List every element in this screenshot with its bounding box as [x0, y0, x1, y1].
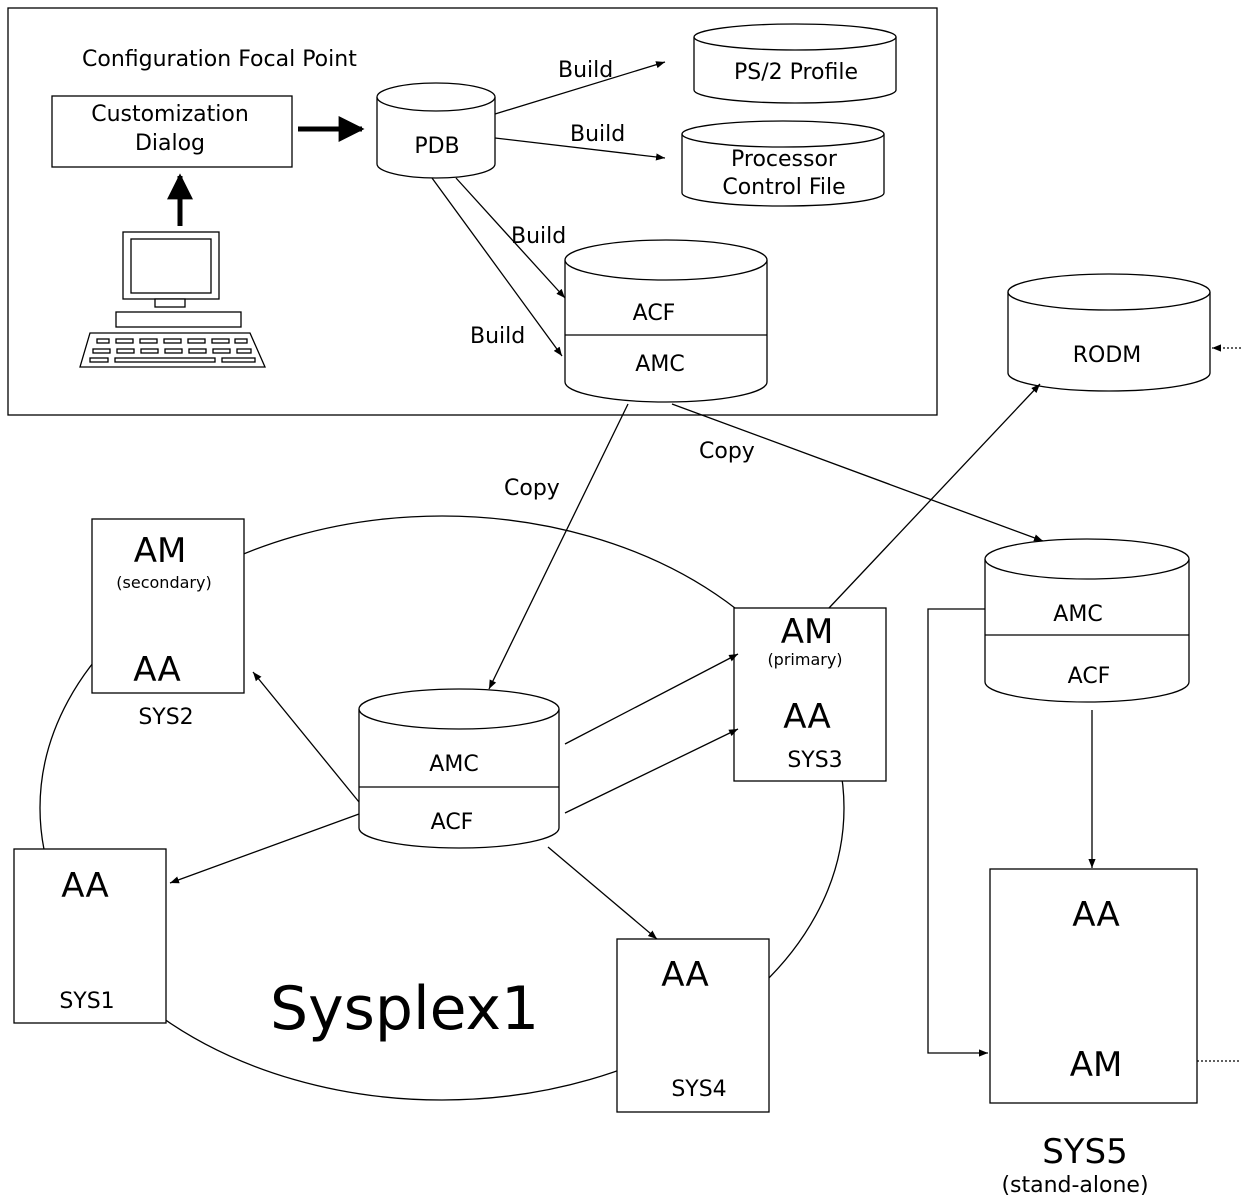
sys3-to-rodm-arrow: [828, 383, 1041, 609]
sys4-label: SYS4: [671, 1077, 726, 1102]
sys1-label: SYS1: [59, 989, 114, 1014]
sys5-am: AM: [1070, 1045, 1123, 1085]
pdb-cylinder: [376, 82, 496, 179]
sys5-acf-label: ACF: [1068, 664, 1111, 689]
workstation-icon: [79, 231, 266, 368]
sys3-aa: AA: [783, 697, 830, 737]
sysplex-name: Sysplex1: [270, 974, 539, 1044]
customization-dialog-label-2: Dialog: [135, 131, 205, 156]
focal-acf-amc-cylinder: [564, 239, 768, 403]
sys3-role: (primary): [767, 650, 842, 669]
pdb-label: PDB: [414, 134, 459, 159]
build-label-processor: Build: [570, 122, 625, 147]
sysplex-amc-label: AMC: [429, 752, 478, 777]
rodm-cylinder: [1007, 273, 1211, 392]
sys5-amc-label: AMC: [1053, 602, 1102, 627]
processor-control-file-cylinder: [681, 120, 885, 207]
sys3-box: [733, 607, 887, 782]
sys5-note: (stand-alone): [1001, 1173, 1148, 1198]
arrow-to-sys3-aa: [564, 728, 739, 814]
sys2-role: (secondary): [116, 573, 211, 592]
focal-acf-label: ACF: [633, 301, 676, 326]
customization-dialog-box: [51, 95, 293, 168]
sysplex-acf-label: ACF: [431, 810, 474, 835]
arrow-to-sys1: [169, 813, 360, 884]
build-label-amc: Build: [470, 324, 525, 349]
sys3-label: SYS3: [787, 748, 842, 773]
copy-arrow-sysplex: [488, 403, 629, 690]
rodm-label: RODM: [1073, 343, 1142, 368]
customization-dialog-label-1: Customization: [91, 102, 249, 127]
sys1-box: [13, 848, 167, 1024]
focal-amc-label: AMC: [635, 352, 684, 377]
ps2-profile-cylinder: [693, 23, 897, 104]
sys2-box: [91, 518, 245, 694]
sys1-aa: AA: [61, 866, 108, 906]
build-arrow-acf: [455, 177, 566, 299]
copy-arrow-sys5: [671, 403, 1044, 542]
sys5-amc-to-am-arrow: [927, 608, 988, 1057]
build-arrow-processor: [494, 137, 666, 161]
copy-label-sys5: Copy: [699, 439, 755, 464]
build-arrow-amc: [431, 177, 563, 357]
focal-point-title: Configuration Focal Point: [82, 47, 357, 72]
processor-control-file-label-2: Control File: [722, 175, 845, 200]
sysplex-amc-acf-cylinder: [358, 688, 560, 849]
ps2-profile-label: PS/2 Profile: [734, 60, 858, 85]
sys5-amc-acf-cylinder: [984, 538, 1190, 703]
sys2-am: AM: [134, 531, 187, 571]
sys2-aa: AA: [133, 650, 180, 690]
arrow-to-sys2: [252, 671, 360, 803]
processor-control-file-label-1: Processor: [731, 147, 838, 172]
sys5-box: [989, 868, 1198, 1104]
sys2-label: SYS2: [138, 705, 193, 730]
build-arrow-ps2: [494, 61, 666, 115]
sysplex-boundary: [39, 515, 845, 1101]
arrow-to-sys4: [547, 846, 658, 940]
sys4-aa: AA: [661, 955, 708, 995]
sys5-aa: AA: [1072, 895, 1119, 935]
build-label-acf: Build: [511, 224, 566, 249]
sys3-am: AM: [781, 612, 834, 652]
copy-label-sysplex: Copy: [504, 476, 560, 501]
arrow-to-sys3-am: [564, 653, 739, 745]
build-label-ps2: Build: [558, 58, 613, 83]
sys5-label: SYS5: [1042, 1132, 1128, 1172]
sys4-box: [616, 938, 770, 1113]
